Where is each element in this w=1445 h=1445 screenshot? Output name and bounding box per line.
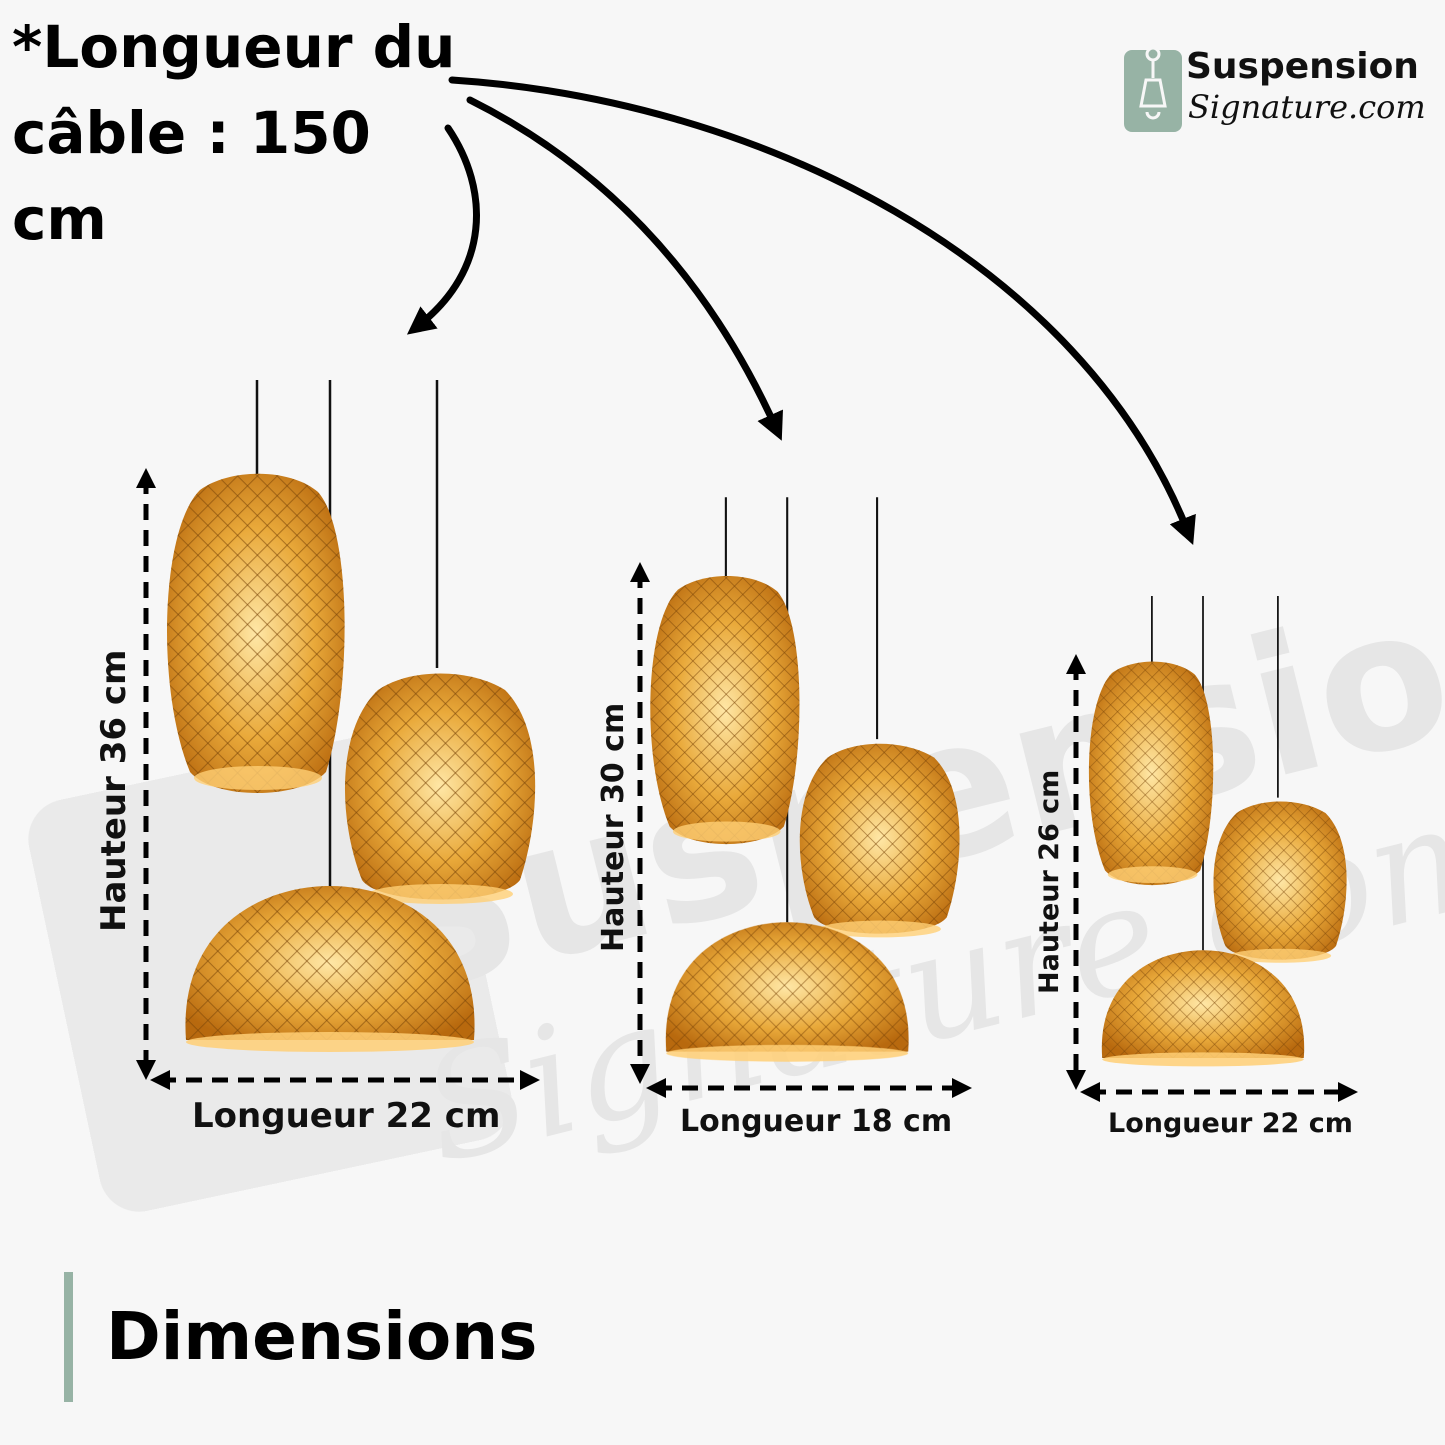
- cable-length-headline: *Longueur du câble : 150 cm: [12, 4, 472, 262]
- height-label-1: Hauteur 36 cm: [94, 649, 134, 932]
- dimension-set-3: [1066, 654, 1358, 1102]
- lamp-set-3: [1088, 595, 1347, 1067]
- lamp-set-1: [167, 380, 536, 1052]
- dimension-arrows: [136, 468, 1358, 1102]
- arrow-to-set-3: [448, 76, 1196, 546]
- pendant-lamp-icon: [1124, 46, 1182, 132]
- headline-line-2: câble : 150 cm: [12, 99, 371, 253]
- logo-wordmark-top: Suspension: [1186, 46, 1419, 87]
- footer-accent-bar: [64, 1272, 73, 1402]
- arrow-to-set-2: [466, 96, 783, 441]
- height-label-2: Hauteur 30 cm: [596, 702, 631, 952]
- height-label-3: Hauteur 26 cm: [1034, 769, 1065, 994]
- length-label-2: Longueur 18 cm: [680, 1104, 953, 1139]
- length-label-1: Longueur 22 cm: [192, 1096, 501, 1136]
- logo-wordmark-bottom: Signature.com: [1188, 88, 1426, 126]
- footer-title: Dimensions: [106, 1298, 538, 1375]
- lamp-shades: [167, 380, 1347, 1067]
- dimension-set-2: [630, 562, 972, 1098]
- lamp-set-2: [650, 497, 960, 1062]
- brand-logo[interactable]: Suspension Signature.com: [1124, 44, 1426, 134]
- headline-line-1: *Longueur du: [12, 13, 456, 81]
- length-label-3: Longueur 22 cm: [1108, 1108, 1353, 1139]
- cable-arrows: [406, 76, 1196, 546]
- arrow-to-set-1: [406, 124, 480, 335]
- dimension-set-1: [136, 468, 540, 1090]
